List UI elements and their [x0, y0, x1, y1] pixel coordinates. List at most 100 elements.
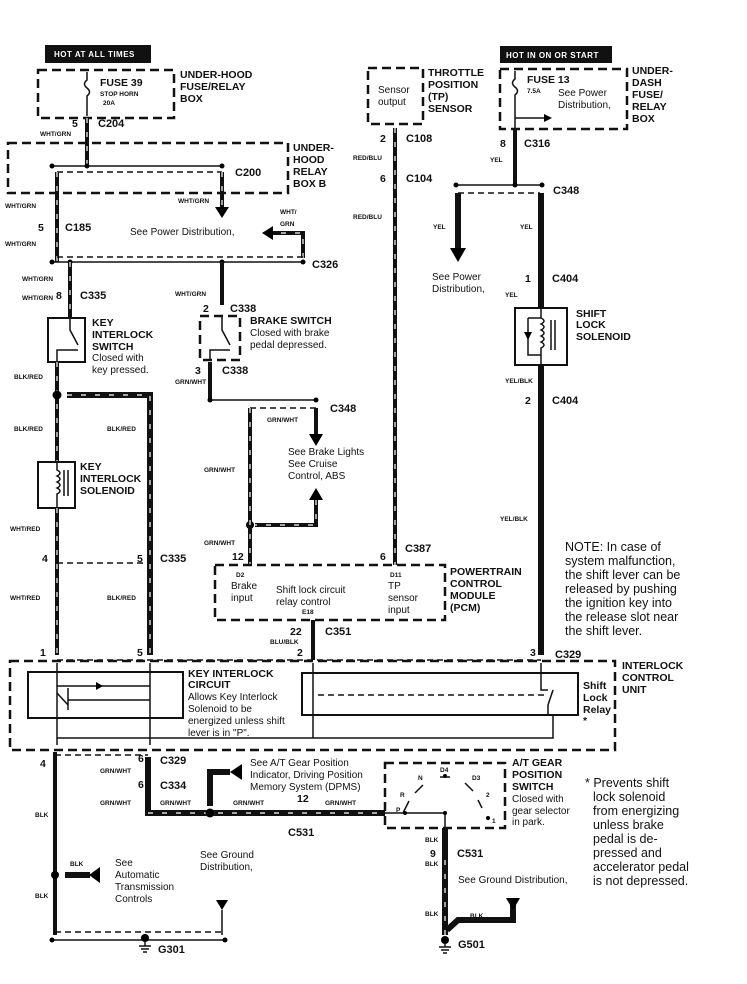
label: KEY: [80, 461, 102, 473]
label: SWITCH: [92, 341, 133, 353]
label: C329: [160, 755, 186, 767]
label: Distribution,: [558, 100, 611, 111]
label: 22: [290, 626, 302, 638]
label: is not depressed.: [593, 874, 688, 888]
label: STOP HORN: [100, 91, 139, 98]
malfunction-note: NOTE: In case of system malfunction, the…: [565, 540, 680, 638]
brake-switch: [198, 314, 242, 362]
label: SOLENOID: [80, 485, 135, 497]
label: WHT/GRN: [40, 131, 71, 138]
fuse-13-icon: [511, 71, 545, 128]
label: *: [583, 715, 588, 727]
label: C316: [524, 138, 550, 150]
label: the ignition key into: [565, 596, 672, 610]
label: Brake: [231, 581, 258, 592]
label: 5: [137, 647, 143, 659]
see-power-distribution-link[interactable]: See Power: [432, 272, 482, 283]
label: BOX: [632, 113, 655, 125]
label: WHT/GRN: [22, 295, 53, 302]
label: 2: [203, 303, 209, 315]
label: Memory System (DPMS): [250, 782, 361, 793]
label: GRN/WHT: [160, 800, 191, 807]
ground-g301-icon: [139, 934, 151, 953]
see-power-distribution-link[interactable]: See Power Distribution,: [130, 227, 235, 238]
label: GRN/WHT: [325, 800, 356, 807]
label: 1: [525, 273, 531, 285]
label: Controls: [115, 894, 152, 905]
label: UNIT: [622, 684, 647, 696]
label: GRN/WHT: [175, 379, 206, 386]
label: POSITION: [428, 79, 478, 91]
label: RELAY: [632, 101, 667, 113]
label: 9: [430, 848, 436, 860]
label: input: [231, 593, 253, 604]
see-cruise-link[interactable]: See Cruise: [288, 459, 338, 470]
label: Closed with brake: [250, 328, 330, 339]
label: FUSE/: [632, 89, 663, 101]
label: 2: [525, 395, 531, 407]
label: Relay: [583, 704, 611, 716]
label: G301: [158, 944, 185, 956]
label: HOT AT ALL TIMES: [54, 50, 135, 59]
label: Closed with: [512, 794, 564, 805]
label: relay control: [276, 597, 330, 608]
label: C329: [555, 649, 581, 661]
label: 6: [380, 173, 386, 185]
arrow-left-icon: [230, 764, 242, 780]
label: Shift lock circuit: [276, 585, 346, 596]
label: HOOD: [293, 154, 325, 166]
key-interlock-switch: [47, 317, 86, 363]
label: Sensor: [378, 85, 410, 96]
hot-at-all-times-tag: HOT AT ALL TIMES: [45, 45, 151, 63]
label: C108: [406, 133, 432, 145]
label: GRN/WHT: [267, 417, 298, 424]
arrow-up-icon: [309, 488, 323, 500]
label: CIRCUIT: [188, 679, 231, 691]
see-brake-lights-link[interactable]: See Brake Lights: [288, 447, 364, 458]
shift-lock-solenoid: [514, 307, 568, 366]
label: C326: [312, 259, 338, 271]
label: pressed and: [593, 846, 662, 860]
label: SWITCH: [512, 781, 553, 793]
label: DASH: [632, 77, 662, 89]
see-at-gear-position-link[interactable]: See A/T Gear Position: [250, 758, 349, 769]
label: lock solenoid: [593, 790, 665, 804]
label: 8: [56, 290, 62, 302]
key-interlock-circuit: [27, 663, 313, 745]
see-ground-distribution-link[interactable]: See Ground Distribution,: [458, 875, 568, 886]
label: Distribution,: [432, 284, 485, 295]
label: INTERLOCK: [622, 660, 684, 672]
arrow-left-icon: [89, 867, 100, 883]
label: Indicator, Driving Position: [250, 770, 363, 781]
label: CONTROL: [622, 672, 674, 684]
label: (PCM): [450, 602, 480, 614]
see-automatic-transmission-link[interactable]: See: [115, 858, 133, 869]
label: C104: [406, 173, 433, 185]
label: 2: [486, 792, 490, 799]
label: BLK: [35, 893, 49, 900]
label: BLK: [35, 812, 49, 819]
label: 12: [297, 793, 309, 805]
label: 6: [380, 551, 386, 563]
label: BLK: [425, 911, 439, 918]
label: GRN/WHT: [204, 540, 235, 547]
arrow-left-icon: [262, 226, 273, 240]
label: output: [378, 97, 406, 108]
label: WHT/GRN: [178, 198, 209, 205]
tp-sensor: [366, 66, 425, 126]
label: Transmission: [115, 882, 174, 893]
label: Shift: [583, 680, 607, 692]
label: WHT/GRN: [5, 241, 36, 248]
label: system malfunction,: [565, 554, 675, 568]
label: 20A: [103, 100, 115, 107]
label: released by pushing: [565, 582, 677, 596]
key-interlock-solenoid: [37, 461, 76, 509]
see-ground-distribution-link[interactable]: See Ground: [200, 850, 254, 861]
label: HOT IN ON OR START: [506, 51, 599, 60]
label: SOLENOID: [576, 331, 631, 343]
label: D4: [440, 767, 449, 774]
label: BLK: [425, 861, 439, 868]
label: 2: [380, 133, 386, 145]
label: YEL: [520, 224, 533, 231]
label: FUSE 13: [527, 74, 570, 86]
